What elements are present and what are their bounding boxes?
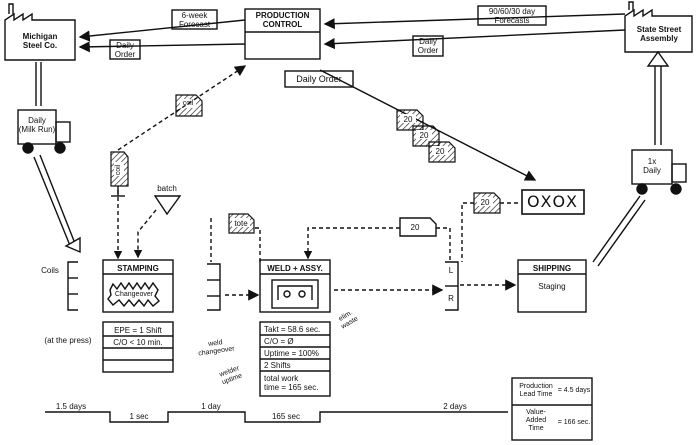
lead-time-summary-value: = 4.5 days: [557, 387, 591, 394]
stamping-process-box: [102, 259, 174, 313]
supplier-name: Michigan Steel Co.: [22, 32, 58, 50]
forecast-to-supplier-label: 6-week Forecast: [178, 11, 211, 29]
coils-label: Coils: [41, 266, 59, 275]
production-kanban-1: 20: [403, 115, 413, 124]
kanban-coil-label: coil: [182, 100, 194, 107]
signal-kanban-label: 20: [480, 198, 490, 207]
weld-data-shifts: 2 Shifts: [264, 361, 291, 370]
daily-order-label: Daily Order: [296, 74, 342, 84]
stamping-data-epe: EPE = 1 Shift: [114, 326, 162, 335]
stamping-data-box: [102, 321, 174, 373]
stamping-data-co: C/O < 10 min.: [113, 338, 163, 347]
order-to-supplier-label: Daily Order: [114, 41, 136, 59]
weld-title: WELD + ASSY.: [267, 264, 323, 273]
supermarket-right-label: R: [448, 294, 454, 303]
batch-label: batch: [157, 184, 177, 193]
lead-time-weld: 1 day: [201, 402, 221, 411]
lead-time-summary-label: Production Lead Time: [519, 383, 553, 398]
batch-icon: [153, 195, 182, 216]
supplier-factory-icon: [4, 12, 76, 61]
stamping-kaizen-label: Changeover: [114, 291, 154, 298]
customer-factory-icon: [624, 8, 693, 53]
shipping-subtitle: Staging: [538, 282, 566, 291]
kanban-coil-post-label: coil: [115, 164, 122, 176]
order-from-customer-label: Daily Order: [417, 37, 439, 55]
production-kanban-2: 20: [419, 131, 429, 140]
process-time-weld: 165 sec: [271, 412, 301, 421]
customer-truck-label: 1x Daily: [643, 157, 661, 175]
withdrawal-kanban-label: 20: [410, 223, 420, 232]
customer-name: State Street Assembly: [636, 25, 682, 43]
load-leveling-box: [521, 189, 585, 215]
shipping-process-box: [517, 259, 587, 313]
lead-time-summary-box: [511, 377, 593, 441]
weld-data-co: C/O = Ø: [264, 337, 294, 346]
supplier-truck-label: Daily (Milk Run): [18, 116, 56, 134]
load-leveling-label: OXOX: [526, 192, 580, 211]
weld-process-box: [259, 259, 331, 313]
production-control-title: PRODUCTION CONTROL: [255, 11, 310, 29]
production-kanban-3: 20: [435, 147, 445, 156]
lead-time-shipping: 2 days: [443, 402, 467, 411]
tote-label: tote: [234, 219, 248, 228]
stamping-title: STAMPING: [117, 264, 159, 273]
weld-data-takt: Takt = 58.6 sec.: [264, 325, 321, 334]
supermarket-left-label: L: [448, 266, 454, 275]
value-added-summary-value: = 166 sec.: [557, 419, 591, 426]
value-added-summary-label: Value- Added Time: [525, 409, 547, 432]
weld-data-uptime: Uptime = 100%: [264, 349, 319, 358]
production-control-box: [244, 8, 321, 60]
forecast-from-customer-label: 90/60/30 day Forecasts: [488, 7, 536, 25]
process-time-stamping: 1 sec: [129, 412, 149, 421]
at-press-label: (at the press): [44, 336, 92, 345]
weld-data-work-time: total work time = 165 sec.: [264, 374, 319, 392]
lead-time-stamping: 1.5 days: [55, 402, 87, 411]
shipping-title: SHIPPING: [532, 264, 572, 273]
